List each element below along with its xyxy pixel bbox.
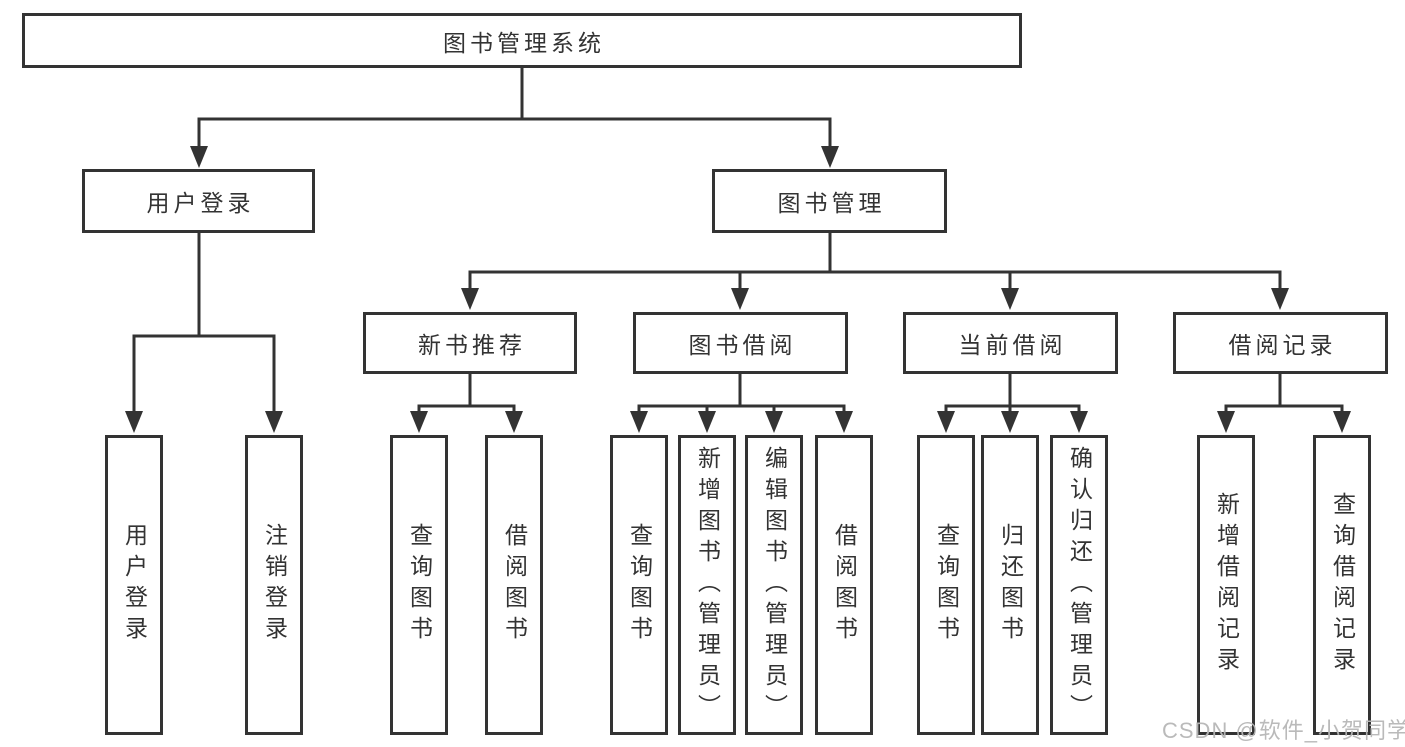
leaf-add-book-admin: 新增图书（管理员） (678, 435, 736, 735)
node-current-borrowing: 当前借阅 (903, 312, 1118, 374)
leaf-query-borrow-record: 查询借阅记录 (1313, 435, 1371, 735)
leaf-query-books-recommend: 查询图书 (390, 435, 448, 735)
leaf-edit-book-admin: 编辑图书（管理员） (745, 435, 803, 735)
leaf-query-books-borrowing: 查询图书 (610, 435, 668, 735)
leaf-user-login: 用户登录 (105, 435, 163, 735)
leaf-add-borrow-record: 新增借阅记录 (1197, 435, 1255, 735)
leaf-borrow-books-recommend: 借阅图书 (485, 435, 543, 735)
node-library-management-system: 图书管理系统 (22, 13, 1022, 68)
leaf-borrow-books-borrowing: 借阅图书 (815, 435, 873, 735)
node-book-management: 图书管理 (712, 169, 947, 233)
node-borrowing-records: 借阅记录 (1173, 312, 1388, 374)
watermark-text: CSDN @软件_小贺同学 (1162, 718, 1405, 743)
leaf-query-books-current: 查询图书 (917, 435, 975, 735)
leaf-confirm-return-admin: 确认归还（管理员） (1050, 435, 1108, 735)
leaf-return-book: 归还图书 (981, 435, 1039, 735)
node-new-book-recommendation: 新书推荐 (363, 312, 577, 374)
leaf-logout: 注销登录 (245, 435, 303, 735)
node-user-login: 用户登录 (82, 169, 315, 233)
node-book-borrowing: 图书借阅 (633, 312, 848, 374)
